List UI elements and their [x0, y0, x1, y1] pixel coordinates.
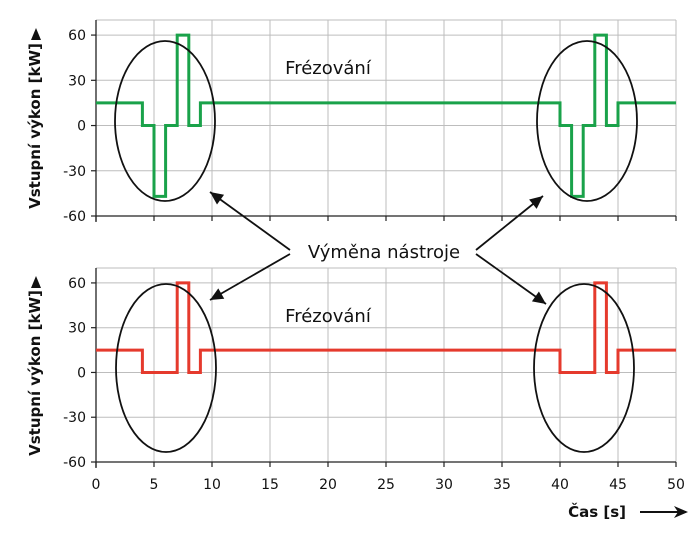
arrow-bottom-right-line	[475, 253, 547, 305]
highlight-ellipse	[115, 283, 217, 453]
shared-annotation-label: Výměna nástroje	[308, 242, 460, 263]
y-tick-label: 30	[68, 73, 86, 89]
y-tick-label: 60	[68, 28, 86, 44]
series-line	[96, 33, 676, 198]
x-tick-label: 50	[667, 477, 685, 493]
x-tick-label: 0	[92, 477, 101, 493]
y-tick-label: 60	[68, 276, 86, 292]
x-tick-label: 40	[551, 477, 569, 493]
x-tick-label: 45	[609, 477, 627, 493]
x-axis-arrow	[674, 506, 688, 518]
y-axis-label: Vstupní výkon [kW]	[26, 43, 44, 209]
arrow-top-left-line	[209, 191, 291, 251]
x-tick-label: 25	[377, 477, 395, 493]
y-tick-label: 30	[68, 321, 86, 337]
highlight-ellipse	[536, 40, 638, 202]
y-axis-arrow	[31, 276, 41, 288]
series-line	[96, 281, 676, 374]
x-tick-label: 30	[435, 477, 453, 493]
y-tick-label: -30	[63, 164, 86, 180]
y-axis-label: Vstupní výkon [kW]	[26, 290, 44, 456]
y-axis-arrow	[31, 28, 41, 40]
annotation-label: Frézování	[285, 306, 372, 327]
x-axis-label: Čas [s]	[568, 502, 626, 521]
arrow-bottom-right-head	[531, 291, 546, 304]
arrow-top-left-head	[210, 192, 225, 205]
y-tick-label: -60	[63, 455, 86, 471]
arrow-bottom-left-line	[209, 253, 291, 301]
arrow-bottom-left-head	[210, 288, 225, 300]
arrow-top-right-head	[529, 196, 543, 209]
x-tick-label: 10	[203, 477, 221, 493]
highlight-ellipse	[533, 283, 635, 453]
y-tick-label: 0	[77, 365, 86, 381]
y-tick-label: -60	[63, 209, 86, 225]
x-tick-label: 20	[319, 477, 337, 493]
annotation-label: Frézování	[285, 58, 372, 79]
x-tick-label: 5	[150, 477, 159, 493]
x-tick-label: 35	[493, 477, 511, 493]
y-tick-label: -30	[63, 410, 86, 426]
x-tick-label: 15	[261, 477, 279, 493]
highlight-ellipse	[114, 40, 216, 202]
y-tick-label: 0	[77, 119, 86, 135]
arrow-top-right-line	[475, 195, 544, 251]
